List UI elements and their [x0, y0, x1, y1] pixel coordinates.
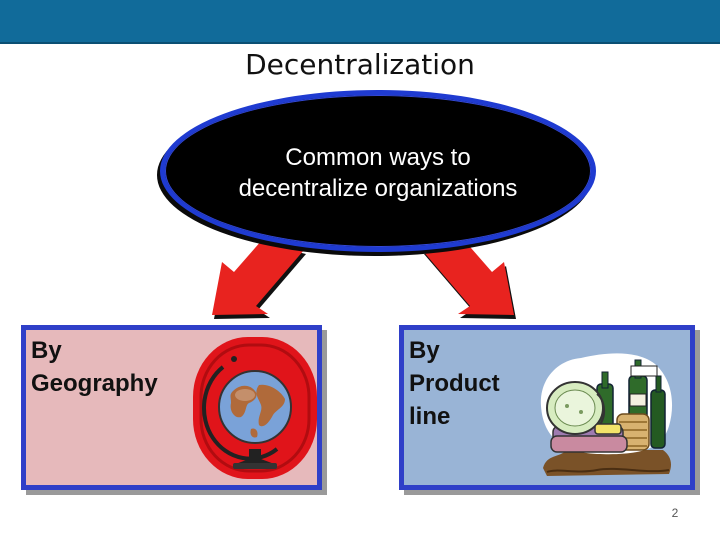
arrow-right	[422, 240, 516, 319]
center-text: Common ways to decentralize organization…	[238, 144, 518, 202]
products-icon	[540, 353, 673, 476]
globe-icon	[193, 337, 317, 479]
geography-box: By Geography	[21, 325, 322, 490]
geography-label: By Geography	[31, 337, 158, 397]
header-bar	[0, 0, 720, 44]
slide-title: Decentralization	[245, 48, 475, 81]
center-ellipse: Common ways to decentralize organization…	[160, 90, 596, 252]
product-box: By Product line	[399, 325, 695, 490]
page-number: 2	[671, 506, 679, 520]
product-label: By Product line	[409, 337, 500, 430]
arrow-left	[212, 240, 306, 319]
